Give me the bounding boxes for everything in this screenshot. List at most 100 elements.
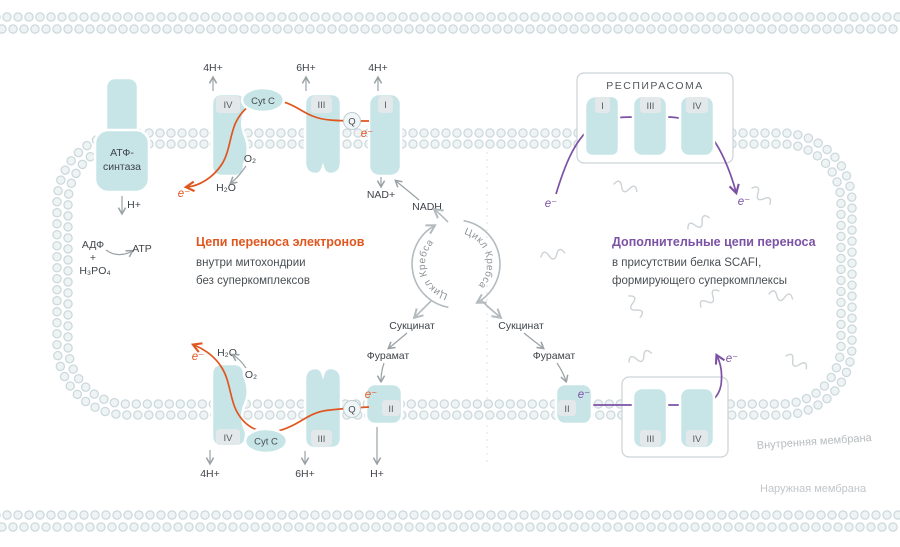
atp-synthase-label-1: АТФ- [110,147,134,159]
etc-top-left: 4H+ 6H+ 4H+ Cyt C Q IV III I e⁻ e⁻ O₂ H₂… [178,62,442,213]
right-heading-line2: в присутствии белка SCAFI, [612,257,761,269]
complex-iii-label: III [318,434,326,445]
complex-iii-chip [311,96,332,113]
complex-iv-chip-bottom [216,429,240,445]
outer-membrane-top [0,12,900,34]
krebs-arc [463,219,501,304]
membrane-labels: Внутренняя мембрана Наружная мембрана [756,432,873,495]
supercomplex-iv-chip [686,430,708,446]
inner-membrane [52,128,857,420]
protein-squiggle [687,215,710,230]
atp-synthase-body [93,128,151,194]
complex-iii-chip-bottom [311,430,332,446]
right-heading-line3: формирующего суперкомплексы [612,275,787,287]
complex-iii-label: III [318,100,326,111]
succinate-to-fumarate-right [523,332,545,350]
left-heading-line2: внутри митохондрии [196,257,306,269]
q-carrier [343,112,361,130]
right-heading-title: Дополнительные цепи переноса [612,235,817,249]
q-label: Q [348,405,355,416]
h2o-label: H₂O [216,182,236,194]
atp-synthase: АТФ- синтаза H+ АДФ + H₃PO₄ АТР [79,76,152,277]
electron-label: e⁻ [726,353,738,365]
complex-iv-label: IV [693,434,703,445]
krebs-to-succinate-left [412,299,433,320]
respirasome-complex-i-shape [583,94,621,158]
membrane-bead-ring [53,129,856,419]
adp-label: АДФ [82,239,104,251]
cyt-c-shape-bottom [243,427,289,455]
complex-ii-chip-right [558,400,576,416]
o2-label: O₂ [245,369,257,381]
respirasome: РЕСПИРАСОМА I III IV e⁻ e⁻ [545,72,750,210]
complex-i-chip [378,96,393,113]
membrane-bead-ring [64,140,845,408]
respirasome-complex-iv-label: IV [693,101,703,112]
etc-bottom-right: II III IV e⁻ e⁻ [554,353,738,458]
cyt-c-label: Cyt C [254,437,278,448]
succinate-to-fumarate-left [387,332,408,350]
fumarate-to-complex-ii-left [376,362,386,384]
atp-synthase-label-2: синтаза [103,161,141,173]
electron-label: e⁻ [545,198,557,210]
atp-label: АТР [132,243,152,255]
complex-iv-label: IV [224,433,234,444]
fumarate-label-left: Фурамат [367,350,410,362]
fumarate-to-complex-ii-right [556,362,569,384]
electron-label: e⁻ [361,128,373,140]
membrane-bead-ring [63,139,846,409]
h4-label: 4H+ [368,62,388,74]
complex-ii-label: II [388,404,393,415]
cyt-c-label: Cyt C [251,96,275,107]
complex-i-label: I [384,100,387,111]
complex-iii-shape-bottom [303,366,343,450]
supercomplex-iii-chip [640,430,661,446]
respirasome-complex-iii-chip [640,97,661,113]
respirasome-complex-iv-chip [686,97,708,113]
phosphate-label: H₃PO₄ [79,265,110,277]
o2-to-h2o-arrow [229,165,247,185]
complex-ii-chip-left [382,400,400,416]
fumarate-label-right: Фурамат [533,350,576,362]
protein-squiggle [628,349,652,363]
inner-membrane-label: Внутренняя мембрана [756,432,873,452]
electron-label: e⁻ [192,351,204,363]
h6-label: 6H+ [296,62,316,74]
h-plus-label: H+ [370,468,384,480]
q-label: Q [348,117,355,128]
complex-iii-label: III [647,434,655,445]
cyt-c-shape [240,86,286,114]
krebs-cycle: Цикл Кребса Цикл Кребса Сукцинат Сукцина… [367,208,576,384]
outer-membrane-label: Наружная мембрана [760,483,867,495]
etc-bottom-left: Cyt C Q IV III II e⁻ e⁻ H₂O O₂ 4H+ 6H+ H… [190,342,404,480]
protein-squiggle [540,248,566,260]
plus-label: + [90,252,96,264]
protein-squiggle [751,186,772,205]
krebs-arc [411,224,449,309]
protein-squiggle [768,290,794,302]
electron-label: e⁻ [365,389,377,401]
respirasome-complex-iii-label: III [647,101,655,112]
respirasome-title: РЕСПИРАСОМА [606,80,704,92]
complex-iv-chip [216,96,240,113]
headings: Цепи переноса электронов внутри митохонд… [196,235,817,287]
adp-to-atp-arrow [105,249,135,258]
h4-label: 4H+ [200,468,220,480]
nadh-to-complex-i-arrow [394,179,420,201]
q-carrier-bottom [343,400,361,418]
succinate-label-left: Сукцинат [389,320,435,332]
o2-label: O₂ [244,153,256,165]
electron-label: e⁻ [578,389,590,401]
h6-label: 6H+ [295,468,315,480]
membrane-bead-ring [52,128,857,420]
krebs-to-nadh-arrow [432,208,449,223]
left-heading-line3: без суперкомплексов [196,275,310,287]
krebs-to-succinate-right [480,299,503,320]
complex-i-shape [367,92,403,178]
respirasome-complex-i-label: I [601,101,604,112]
left-heading-title: Цепи переноса электронов [196,235,365,249]
complex-iv-label: IV [224,100,234,111]
h-plus-label: H+ [127,199,141,211]
